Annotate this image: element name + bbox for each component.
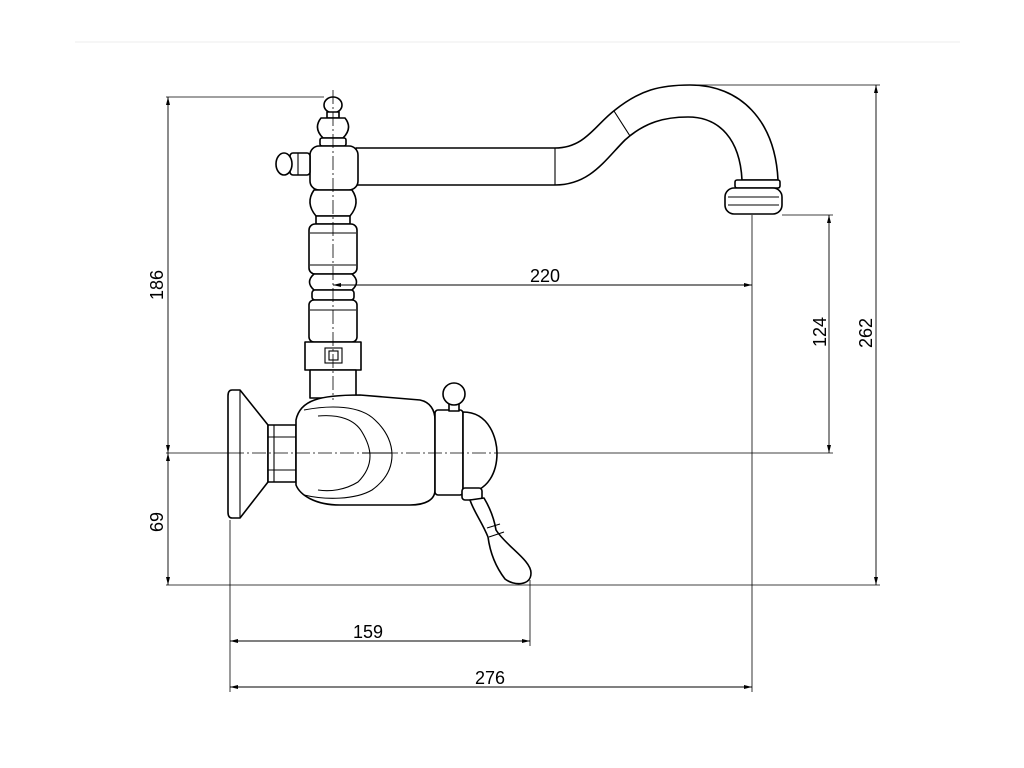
mixer-body — [227, 382, 532, 585]
nut-square-inner — [328, 350, 339, 361]
indicator-knob — [442, 382, 466, 406]
spout-bend-joint-line — [613, 110, 631, 137]
dim-label-220: 220 — [530, 266, 560, 286]
lever-ring-line-2 — [488, 531, 505, 538]
lever-handle — [469, 497, 532, 585]
spout-body — [355, 84, 779, 186]
wall-flange — [227, 389, 269, 519]
dim-label-186: 186 — [147, 270, 167, 300]
lever-ring-line — [486, 523, 501, 529]
body-inner-curve-2 — [317, 415, 371, 492]
dim-label-276: 276 — [475, 668, 505, 688]
cartridge-ring — [434, 409, 464, 496]
spout-aerator — [724, 187, 783, 215]
dim-label-262: 262 — [856, 318, 876, 348]
spout-mount-block — [309, 145, 359, 191]
dim-label-124: 124 — [810, 317, 830, 347]
side-plug-stem — [289, 152, 311, 176]
column — [275, 96, 362, 399]
body-inner-curve — [303, 406, 393, 499]
body-housing — [295, 394, 436, 506]
dim-label-159: 159 — [353, 622, 383, 642]
spout — [355, 84, 783, 215]
dim-label-69: 69 — [147, 512, 167, 532]
side-plug-knob — [275, 152, 293, 176]
hex-nut — [267, 424, 297, 483]
spout-outlet-ring — [734, 179, 781, 189]
nut-square-outer — [324, 347, 343, 364]
